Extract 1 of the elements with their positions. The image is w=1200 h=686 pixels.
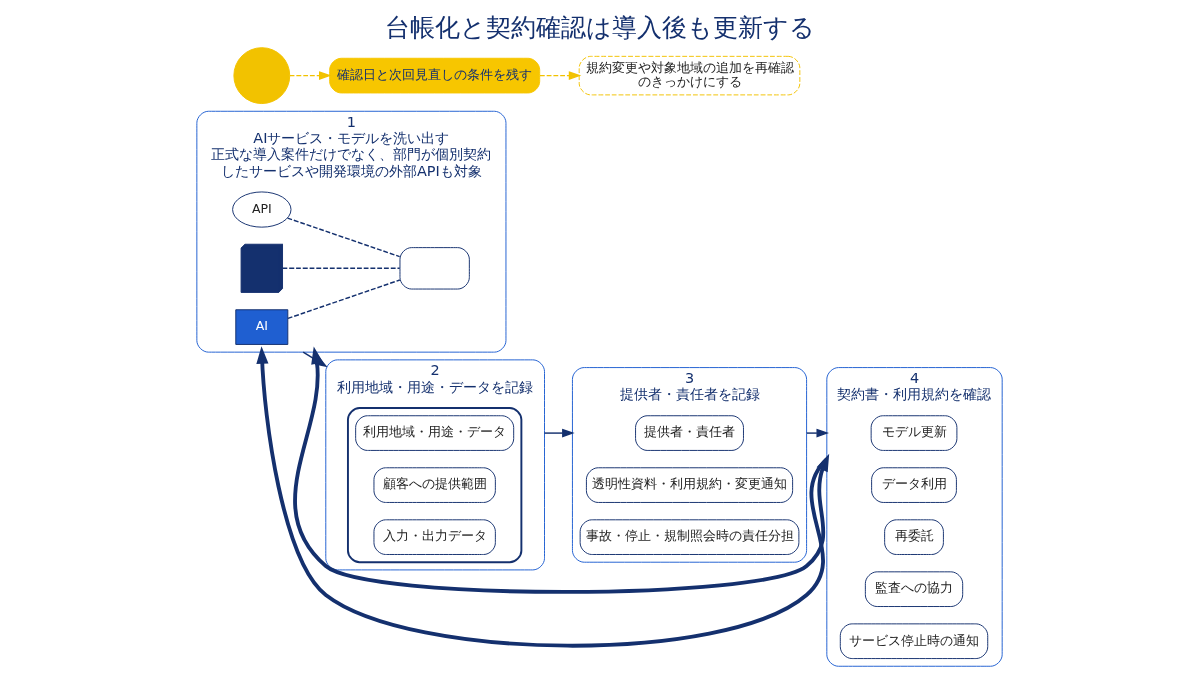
diagram-title: 台帳化と契約確認は導入後も更新する [385,12,815,42]
